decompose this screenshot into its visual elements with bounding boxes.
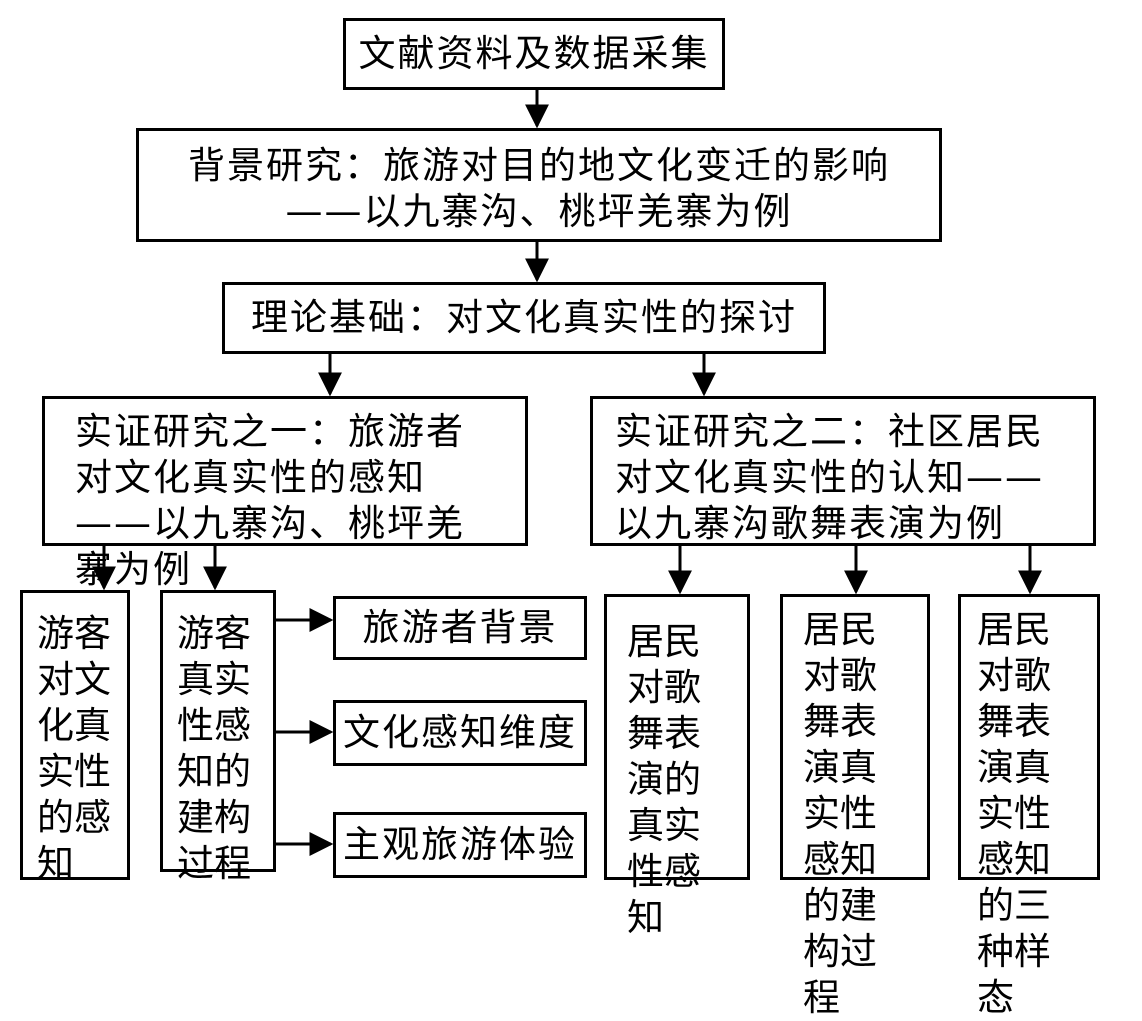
background-research-line1: 背景研究：旅游对目的地文化变迁的影响 <box>188 144 890 187</box>
subjective-experience-box: 主观旅游体验 <box>333 812 587 878</box>
data-collection-label: 文献资料及数据采集 <box>358 32 710 75</box>
resident-perception-label: 居民对歌舞表演的真实性感知 <box>627 620 701 939</box>
perception-construction-label: 游客真实性感知的建构过程 <box>177 612 251 885</box>
resident-three-forms-label: 居民对歌舞表演真实性感知的三种样态 <box>977 608 1051 1019</box>
resident-construction-box: 居民对歌舞表演真实性感知的建构过程 <box>780 594 930 1019</box>
empirical-study-1-box: 实证研究之一：旅游者对文化真实性的感知——以九寨沟、桃坪羌寨为例 <box>42 396 528 591</box>
resident-perception-box: 居民对歌舞表演的真实性感知 <box>604 594 750 939</box>
cultural-dimension-label: 文化感知维度 <box>343 711 577 754</box>
cultural-dimension-box: 文化感知维度 <box>333 700 587 766</box>
empirical-study-2-box: 实证研究之二：社区居民对文化真实性的认知——以九寨沟歌舞表演为例 <box>590 396 1096 546</box>
tourist-background-label: 旅游者背景 <box>362 606 558 649</box>
tourist-background-box: 旅游者背景 <box>333 596 587 660</box>
perception-construction-box: 游客真实性感知的建构过程 <box>160 590 276 885</box>
resident-three-forms-box: 居民对歌舞表演真实性感知的三种样态 <box>958 594 1100 1019</box>
empirical-study-2-label: 实证研究之二：社区居民对文化真实性的认知——以九寨沟歌舞表演为例 <box>615 410 1044 545</box>
data-collection-box: 文献资料及数据采集 <box>343 18 725 90</box>
tourist-perception-label: 游客对文化真实性的感知 <box>37 612 111 885</box>
tourist-perception-box: 游客对文化真实性的感知 <box>20 590 130 885</box>
theory-basis-label: 理论基础：对文化真实性的探讨 <box>251 296 797 339</box>
background-research-box: 背景研究：旅游对目的地文化变迁的影响 ——以九寨沟、桃坪羌寨为例 <box>136 128 942 242</box>
theory-basis-box: 理论基础：对文化真实性的探讨 <box>222 282 826 354</box>
background-research-line2: ——以九寨沟、桃坪羌寨为例 <box>285 190 793 233</box>
subjective-experience-label: 主观旅游体验 <box>343 823 577 866</box>
empirical-study-1-label: 实证研究之一：旅游者对文化真实性的感知——以九寨沟、桃坪羌寨为例 <box>75 410 465 591</box>
resident-construction-label: 居民对歌舞表演真实性感知的建构过程 <box>803 608 877 1019</box>
